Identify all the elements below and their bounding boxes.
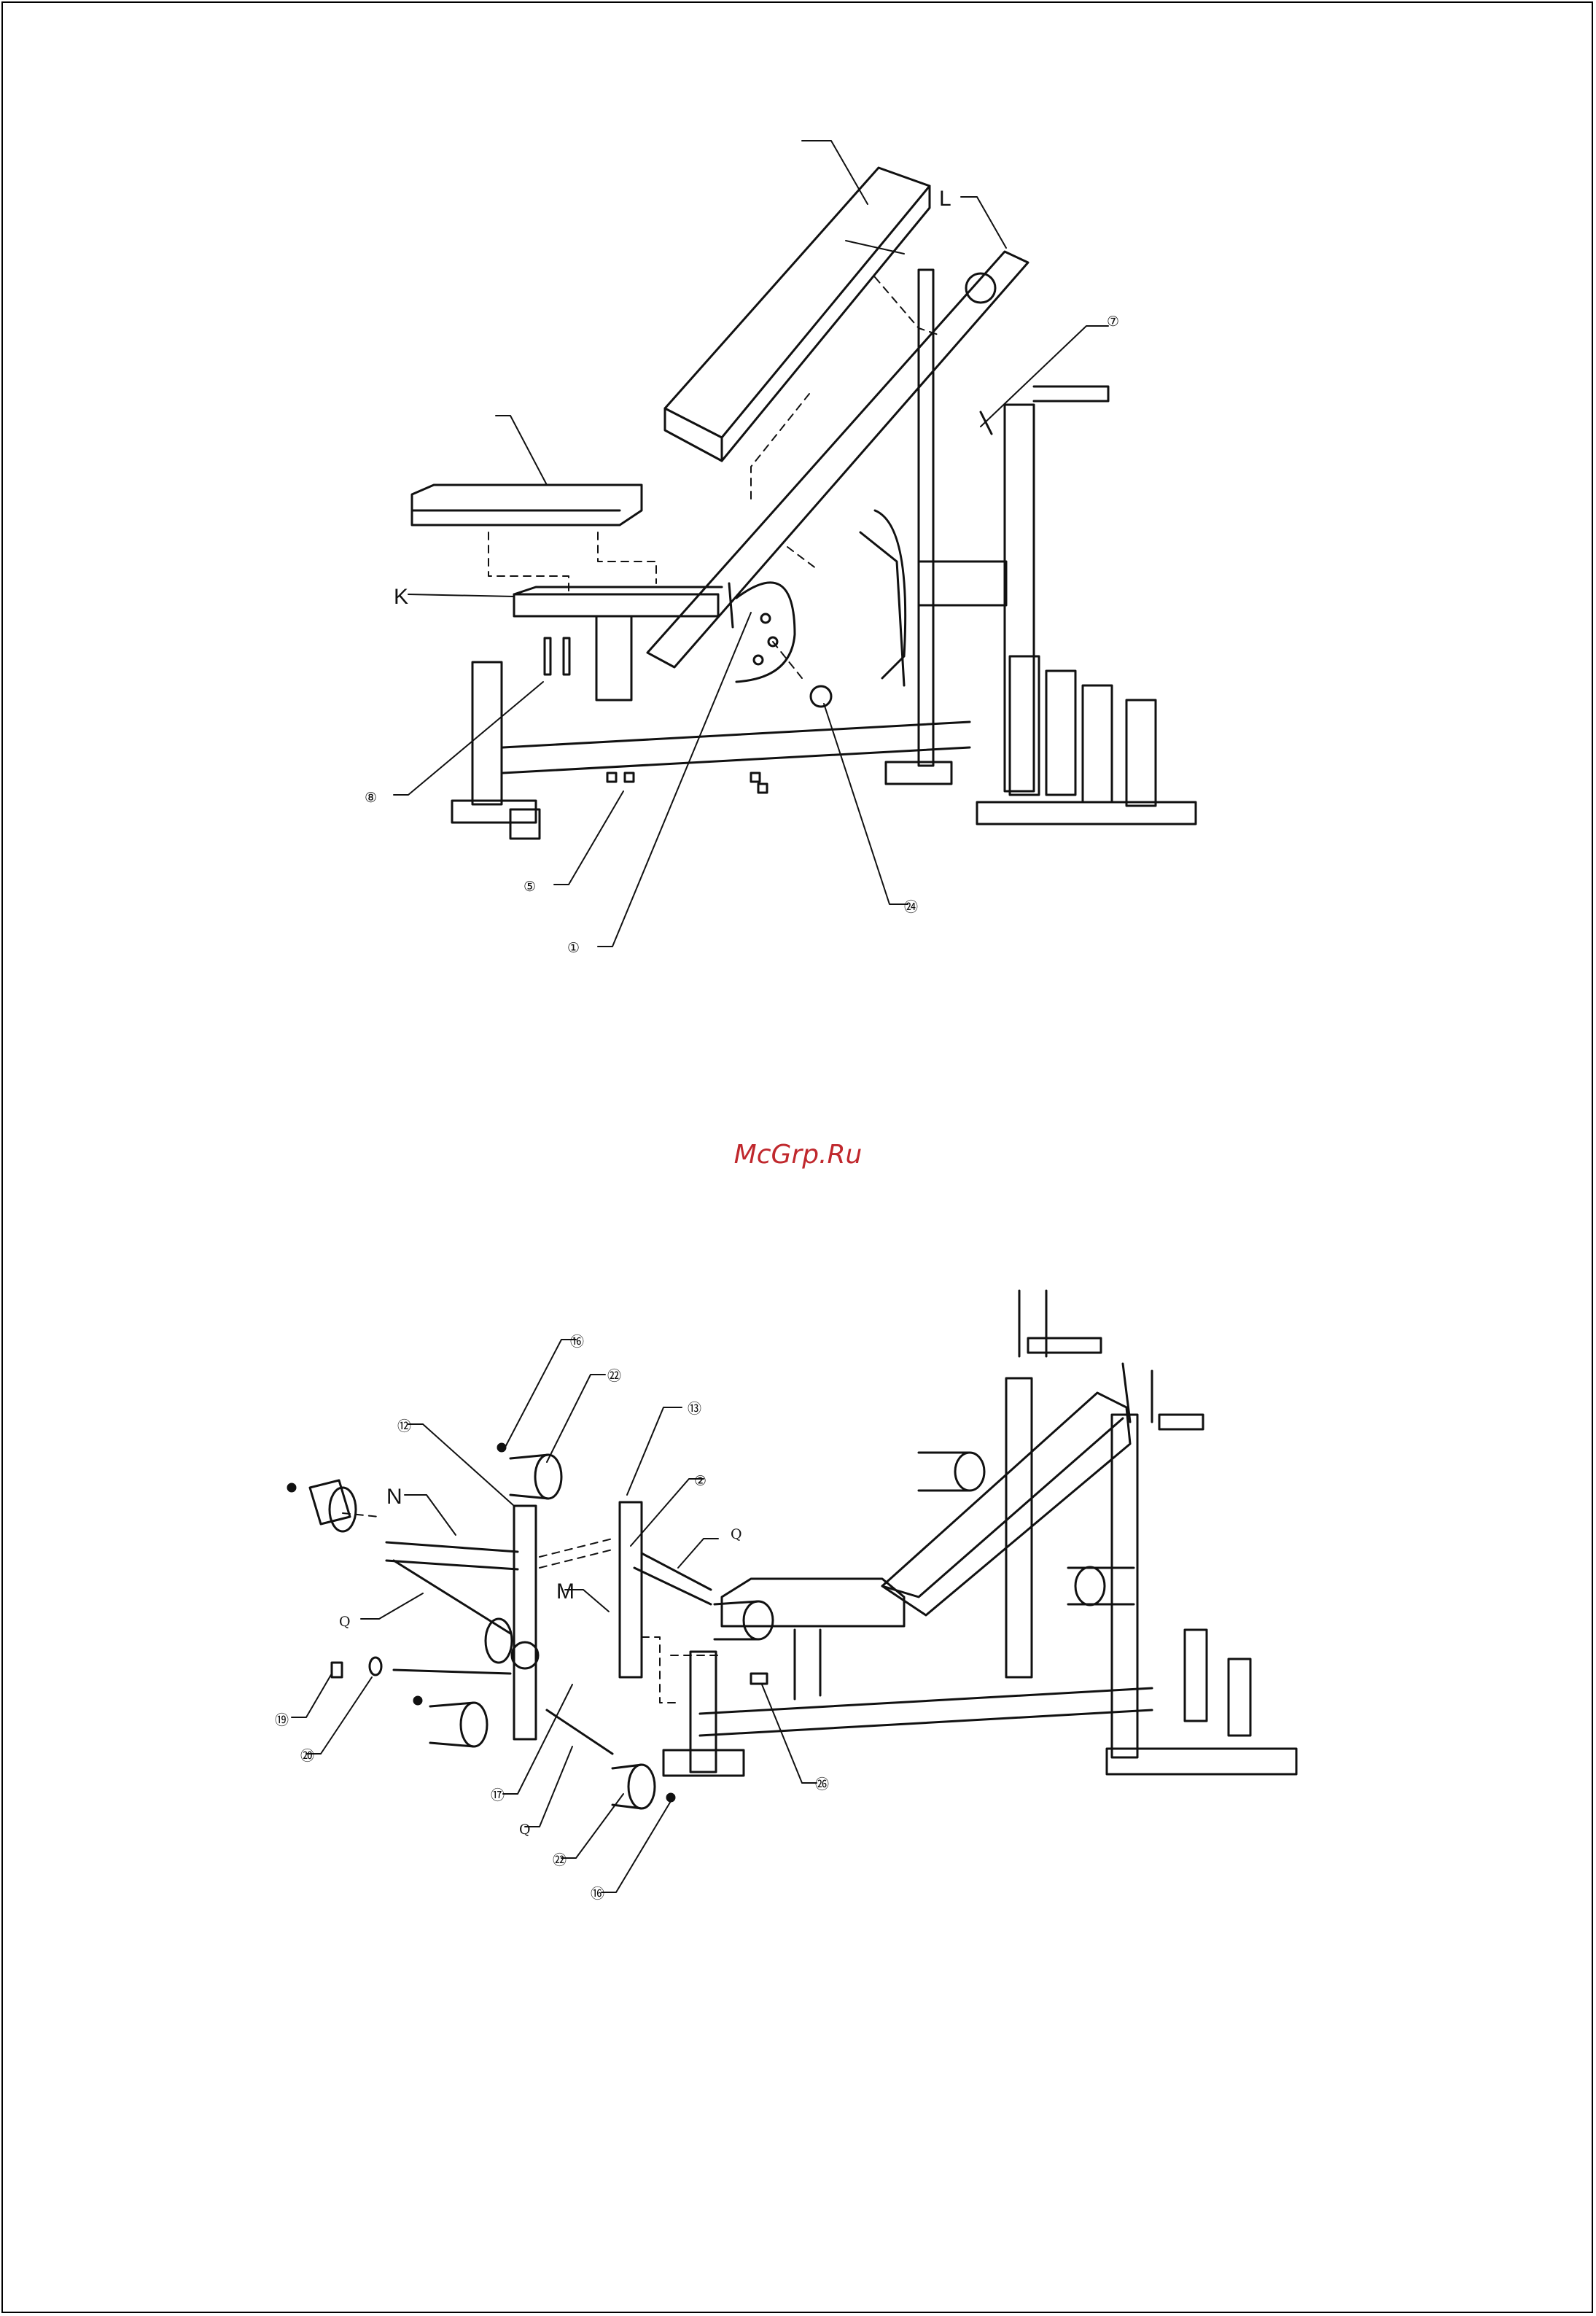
callout-24: ㉔ <box>904 899 918 915</box>
top-bench-diagram <box>394 141 1196 947</box>
callout-19: ⑲ <box>275 1712 289 1728</box>
main-frame <box>663 1291 1296 1776</box>
watermark: McGrp.Ru <box>0 1140 1596 1170</box>
label-n: N <box>386 1485 402 1509</box>
callout-7: ⑦ <box>1107 314 1119 330</box>
bottom-labels: N M Q Q Q ⑯ ㉒ ⑬ ⑫ ② ⑲ ⑳ ⑰ ㉒ ⑯ ㉖ <box>275 1334 829 1902</box>
label-q-1: Q <box>731 1526 742 1542</box>
backrest-pad <box>665 168 930 461</box>
label-l: L <box>939 187 951 211</box>
leg-attachment <box>386 1502 711 1754</box>
assembly-guide-lines <box>488 277 941 678</box>
label-q-3: Q <box>519 1822 531 1838</box>
label-m: M <box>556 1579 575 1604</box>
callout-22-top: ㉒ <box>607 1368 621 1384</box>
callout-16-bottom: ⑯ <box>591 1886 604 1902</box>
callout-13: ⑬ <box>688 1401 701 1417</box>
seat-pad <box>412 485 642 525</box>
bottom-leader-lines <box>292 1340 817 1892</box>
upright-rack <box>860 270 1196 824</box>
callout-1: ① <box>567 940 580 956</box>
hardware <box>545 412 992 793</box>
callout-17: ⑰ <box>491 1787 505 1803</box>
callout-20: ⑳ <box>300 1748 314 1764</box>
callout-26: ㉖ <box>815 1776 829 1792</box>
callout-16-top: ⑯ <box>570 1334 584 1350</box>
callout-8: ⑧ <box>365 790 377 806</box>
label-q-2: Q <box>339 1614 351 1630</box>
loose-rollers <box>310 1455 655 1808</box>
callout-12: ⑫ <box>397 1418 411 1434</box>
bottom-bench-diagram <box>288 1291 1296 1892</box>
top-leader-lines <box>394 141 1108 947</box>
foot-rollers <box>715 1453 1134 1639</box>
front-base <box>452 662 970 839</box>
callout-2: ② <box>694 1473 706 1489</box>
adjustment-disc <box>736 583 795 682</box>
callout-22-bottom: ㉒ <box>553 1852 567 1868</box>
label-k: K <box>394 585 408 609</box>
callout-5: ⑤ <box>523 879 536 895</box>
